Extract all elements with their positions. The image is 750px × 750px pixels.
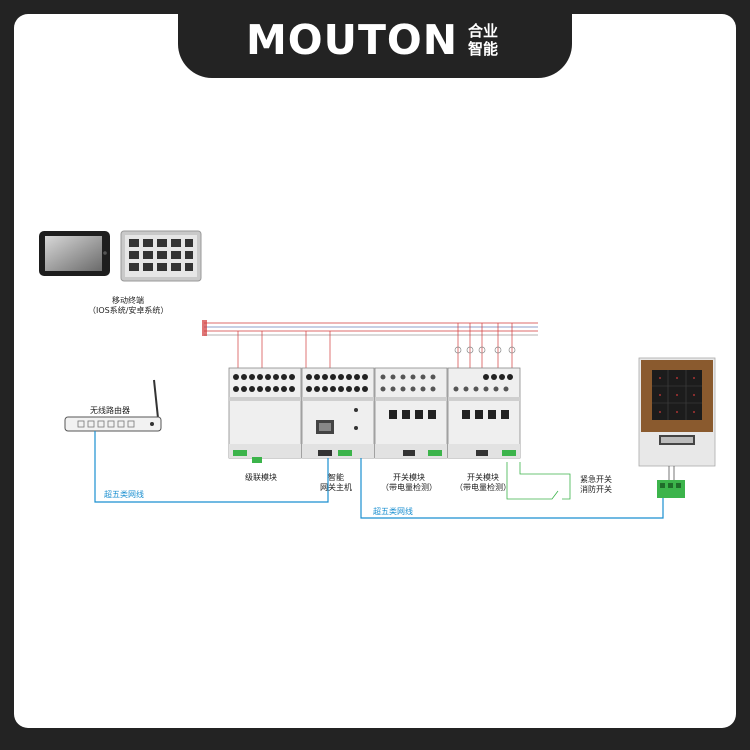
brand-banner — [178, 0, 572, 78]
network-cables — [94, 431, 664, 519]
switch-module-1 — [374, 367, 448, 459]
mobile-terminal-title: 移动终端 — [112, 296, 144, 305]
router-label: 无线路由器 — [90, 406, 130, 415]
brand-logo-cn: 合业 智能 — [468, 22, 499, 58]
wall-panel-icon — [638, 357, 716, 481]
brand-logo: MOUTON — [246, 16, 459, 64]
switch-module-1-label: 开关模块 （带电量检测） — [374, 473, 444, 493]
cascade-module — [228, 367, 302, 463]
switch-module-1-line2: （带电量检测） — [381, 483, 437, 492]
emergency-switch-line2: 消防开关 — [580, 485, 612, 494]
gateway-module — [301, 367, 375, 459]
switch-module-2-line2: （带电量检测） — [455, 483, 511, 492]
emergency-switch-wiring — [506, 462, 571, 500]
power-bus — [202, 320, 538, 372]
switch-module-2-label: 开关模块 （带电量检测） — [448, 473, 518, 493]
gateway-label: 智能 网关主机 — [316, 473, 356, 493]
switch-module-1-line1: 开关模块 — [393, 473, 425, 482]
gateway-label-line1: 智能 — [328, 473, 344, 482]
switch-module-2 — [447, 367, 521, 459]
control-panel-icon — [120, 230, 202, 282]
emergency-switch-label: 紧急开关 消防开关 — [580, 475, 612, 495]
tablet-icon — [39, 231, 110, 276]
terminal-block-icon — [657, 480, 685, 498]
mobile-terminal-os: （IOS系统/安卓系统） — [88, 306, 169, 315]
gateway-label-line2: 网关主机 — [320, 483, 352, 492]
mobile-terminal-label: 移动终端 （IOS系统/安卓系统） — [88, 296, 168, 316]
cable-label-left: 超五类网线 — [104, 490, 144, 499]
router-icon — [64, 379, 162, 432]
switch-module-2-line1: 开关模块 — [467, 473, 499, 482]
cable-label-right: 超五类网线 — [373, 507, 413, 516]
emergency-switch-line1: 紧急开关 — [580, 475, 612, 484]
cascade-module-label: 级联模块 — [245, 473, 277, 482]
